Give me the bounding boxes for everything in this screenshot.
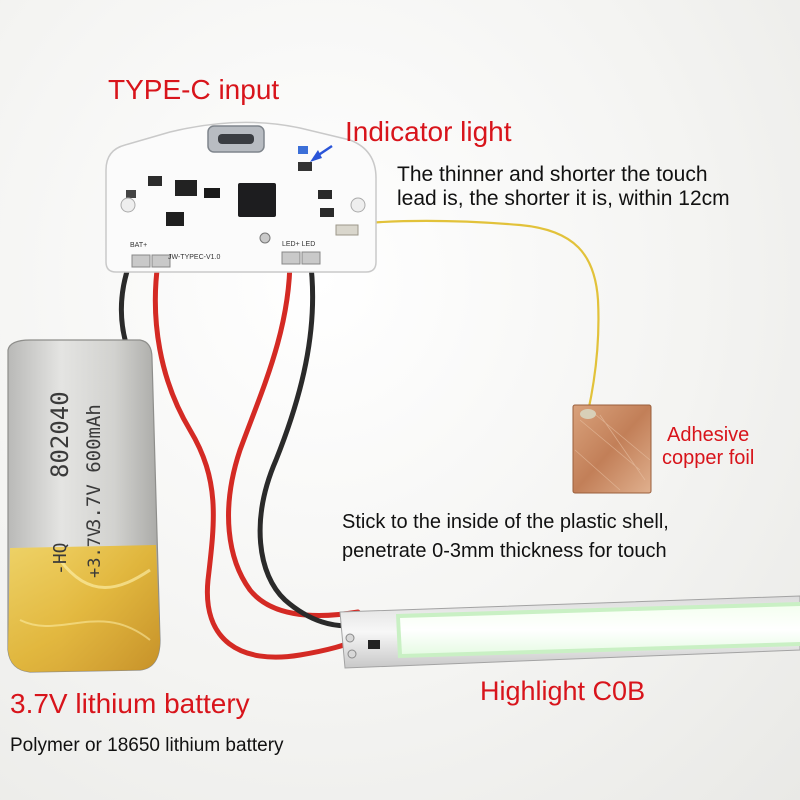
board-model-text: JW-TYPEC-V1.0 [168, 254, 220, 261]
battery-spec-print: +3.7V [85, 527, 105, 578]
type-c-input-label: TYPE-C input [108, 74, 280, 105]
copper-foil-label-line1: Adhesive [667, 424, 750, 446]
battery-brand-print: -HQ [50, 542, 71, 575]
wires [119, 219, 600, 660]
indicator-arrow [310, 144, 333, 162]
main-chip [238, 183, 276, 217]
battery-red-wire [152, 259, 361, 660]
led-black-wire [257, 255, 358, 629]
battery-model-code: 802040 [46, 391, 74, 478]
board-led-pad-text: LED+ LED [282, 241, 315, 248]
highlight-cob-label: Highlight C0B [480, 676, 646, 706]
pcb-board: JW-TYPEC-V1.0 BAT+ LED+ LED [105, 121, 377, 273]
copper-foil-label-line2: copper foil [662, 447, 755, 469]
battery-capacity-print: 3.7V 600mAh [83, 404, 105, 530]
copper-foil-label: Adhesive copper foil [662, 424, 754, 470]
stick-instruction-note: Stick to the inside of the plastic shell… [342, 511, 669, 563]
battery-title-label: 3.7V lithium battery [10, 688, 250, 719]
stick-instruction-line2: penetrate 0-3mm thickness for touch [342, 540, 667, 562]
stick-instruction-line1: Stick to the inside of the plastic shell… [342, 511, 669, 533]
board-bat-pad-text: BAT+ [130, 242, 147, 249]
lithium-battery: 802040 3.7V 600mAh -HQ +3.7V [7, 339, 161, 673]
led-red-wire [226, 255, 361, 619]
touch-lead-note-line1: The thinner and shorter the touch [397, 163, 708, 186]
cob-led-strip [339, 595, 800, 669]
indicator-led [298, 146, 308, 154]
battery-subtitle-label: Polymer or 18650 lithium battery [10, 735, 284, 756]
indicator-light-label: Indicator light [345, 116, 512, 147]
battery-black-wire [119, 259, 133, 353]
touch-lead-note: The thinner and shorter the touch lead i… [397, 163, 730, 211]
copper-foil-pad [572, 404, 652, 494]
touch-lead-note-line2: lead is, the shorter it is, within 12cm [397, 187, 730, 211]
